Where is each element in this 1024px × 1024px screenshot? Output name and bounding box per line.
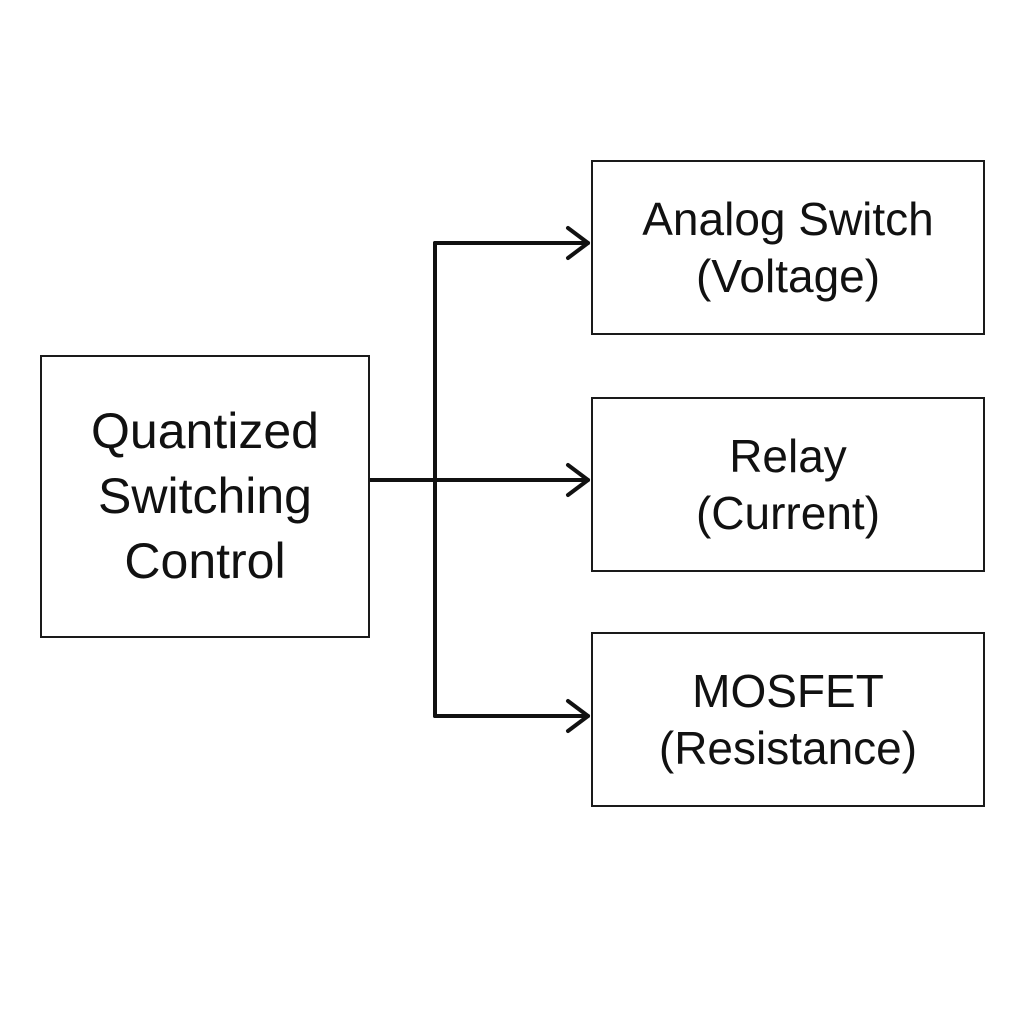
quantized-switching-control-box: Quantized Switching Control <box>40 355 370 638</box>
mosfet-label: MOSFET <box>692 665 884 718</box>
analog-switch-sublabel: (Voltage) <box>695 249 881 302</box>
arrowhead-mosfet <box>566 699 590 733</box>
source-label-line1: Quantized <box>91 403 319 459</box>
mosfet-sublabel: (Resistance) <box>658 721 918 774</box>
analog-switch-label: Analog Switch <box>642 193 934 246</box>
relay-sublabel: (Current) <box>695 486 881 539</box>
source-label-line2: Switching <box>98 468 312 524</box>
relay-label: Relay <box>729 430 847 483</box>
arrowhead-analog <box>566 226 590 260</box>
analog-switch-box: Analog Switch (Voltage) <box>591 160 985 335</box>
arrowhead-relay <box>566 463 590 497</box>
mosfet-box: MOSFET (Resistance) <box>591 632 985 807</box>
source-label-line3: Control <box>124 533 286 589</box>
relay-box: Relay (Current) <box>591 397 985 572</box>
